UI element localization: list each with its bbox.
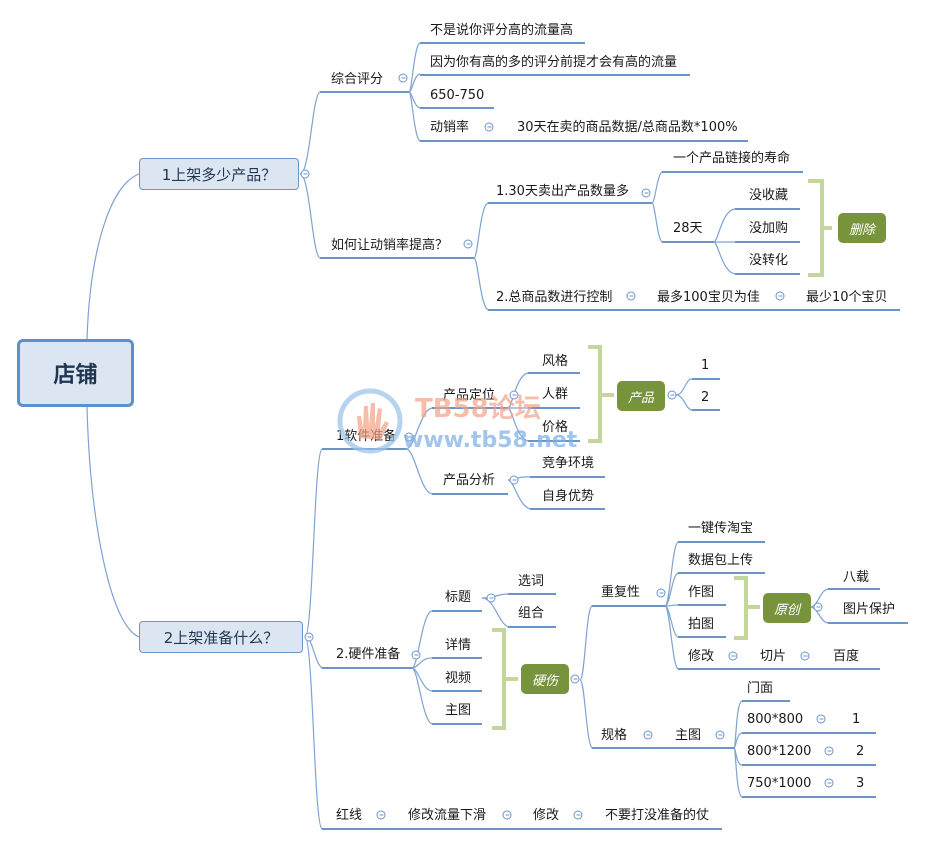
collapse-toggle-icon[interactable] [573,810,583,820]
title-node[interactable]: 标题 [445,590,472,605]
collapse-toggle-icon[interactable] [800,651,810,661]
branch-2-node[interactable]: 2上架准备什么？ [139,621,303,653]
positioning-item[interactable]: 价格 [542,420,569,435]
watermark: TB58论坛 www.tb58.net [335,380,595,470]
baidu-node[interactable]: 百度 [833,649,860,664]
collapse-toggle-icon[interactable] [570,674,580,684]
collapse-toggle-icon[interactable] [728,651,738,661]
watermark-title: TB58论坛 [415,394,541,424]
repeat-item[interactable]: 作图 [688,585,715,600]
spec-item[interactable]: 门面 [747,681,774,696]
spec-item[interactable]: 750*1000 [747,776,812,791]
condition-item[interactable]: 没收藏 [749,188,789,203]
main-image-node[interactable]: 主图 [675,728,702,743]
positioning-node[interactable]: 产品定位 [443,388,496,403]
min-items-node[interactable]: 最少10个宝贝 [806,290,888,305]
spec-item[interactable]: 800*1200 [747,744,812,759]
title-item[interactable]: 组合 [518,606,545,621]
collapse-toggle-icon[interactable] [641,188,651,198]
max-items-node[interactable]: 最多100宝贝为佳 [657,290,760,305]
hand-logo-icon [337,388,403,454]
crop-node[interactable]: 切片 [760,649,787,664]
collapse-toggle-icon[interactable] [816,714,826,724]
collapse-toggle-icon[interactable] [824,746,834,756]
positioning-item[interactable]: 风格 [542,354,569,369]
root-node[interactable]: 店铺 [17,339,134,407]
analysis-item[interactable]: 竞争环境 [542,456,595,471]
collapse-toggle-icon[interactable] [404,432,414,442]
collapse-toggle-icon[interactable] [775,291,785,301]
step2-node[interactable]: 2.总商品数进行控制 [496,290,613,305]
hard-item[interactable]: 详情 [445,638,472,653]
hard-prep-node[interactable]: 2.硬件准备 [336,647,401,662]
condition-item[interactable]: 没转化 [749,253,789,268]
analysis-node[interactable]: 产品分析 [443,473,496,488]
rating-item[interactable]: 650-750 [430,88,485,103]
collapse-toggle-icon[interactable] [656,588,666,598]
rating-item[interactable]: 因为你有高的多的评分前提才会有高的流量 [430,55,678,70]
modify-node[interactable]: 修改 [688,649,715,664]
title-item[interactable]: 选词 [518,574,545,589]
original-tag[interactable]: 原创 [763,593,811,623]
spec-num[interactable]: 3 [856,776,865,791]
repeat-node[interactable]: 重复性 [601,585,641,600]
collapse-toggle-icon[interactable] [484,122,494,132]
redline-item[interactable]: 不要打没准备的仗 [605,808,710,823]
collapse-toggle-icon[interactable] [509,475,519,485]
redline-item[interactable]: 修改 [533,808,560,823]
rating-item[interactable]: 不是说你评分高的流量高 [430,23,574,38]
collapse-toggle-icon[interactable] [813,602,823,612]
positioning-item[interactable]: 人群 [542,387,569,402]
product-tag-item[interactable]: 1 [701,358,710,373]
condition-item[interactable]: 没加购 [749,221,789,236]
redline-node[interactable]: 红线 [336,808,363,823]
spec-num[interactable]: 1 [852,712,861,727]
turnover-formula[interactable]: 30天在卖的商品数据/总商品数*100% [517,120,738,135]
collapse-toggle-icon[interactable] [502,810,512,820]
delete-tag[interactable]: 删除 [838,213,886,243]
step1-node[interactable]: 1.30天卖出产品数量多 [496,184,629,199]
repeat-item[interactable]: 拍图 [688,617,715,632]
repeat-item[interactable]: 一键传淘宝 [688,521,754,536]
collapse-toggle-icon[interactable] [667,390,677,400]
days-node[interactable]: 28天 [673,221,703,236]
redline-item[interactable]: 修改流量下滑 [408,808,487,823]
collapse-toggle-icon[interactable] [509,390,519,400]
spec-node[interactable]: 规格 [601,728,628,743]
branch-1-node[interactable]: 1上架多少产品？ [139,158,299,190]
collapse-toggle-icon[interactable] [411,650,421,660]
spec-num[interactable]: 2 [856,744,865,759]
collapse-toggle-icon[interactable] [626,291,636,301]
product-tag-item[interactable]: 2 [701,390,710,405]
hard-item[interactable]: 主图 [445,703,472,718]
collapse-toggle-icon[interactable] [300,169,310,179]
collapse-toggle-icon[interactable] [486,593,496,603]
product-tag[interactable]: 产品 [617,381,665,411]
collapse-toggle-icon[interactable] [304,632,314,642]
improve-node[interactable]: 如何让动销率提高？ [331,238,449,253]
collapse-toggle-icon[interactable] [398,73,408,83]
lifespan-node[interactable]: 一个产品链接的寿命 [673,151,791,166]
collapse-toggle-icon[interactable] [376,810,386,820]
collapse-toggle-icon[interactable] [715,730,725,740]
collapse-toggle-icon[interactable] [824,778,834,788]
spec-item[interactable]: 800*800 [747,712,804,727]
hard-item[interactable]: 视频 [445,671,472,686]
original-item[interactable]: 八载 [843,570,870,585]
original-item[interactable]: 图片保护 [843,602,896,617]
analysis-item[interactable]: 自身优势 [542,489,595,504]
collapse-toggle-icon[interactable] [463,239,473,249]
flaw-tag[interactable]: 硬伤 [521,664,569,694]
watermark-url: www.tb58.net [403,428,578,453]
collapse-toggle-icon[interactable] [643,730,653,740]
turnover-node[interactable]: 动销率 [430,120,470,135]
repeat-item[interactable]: 数据包上传 [688,553,754,568]
rating-node[interactable]: 综合评分 [331,72,384,87]
